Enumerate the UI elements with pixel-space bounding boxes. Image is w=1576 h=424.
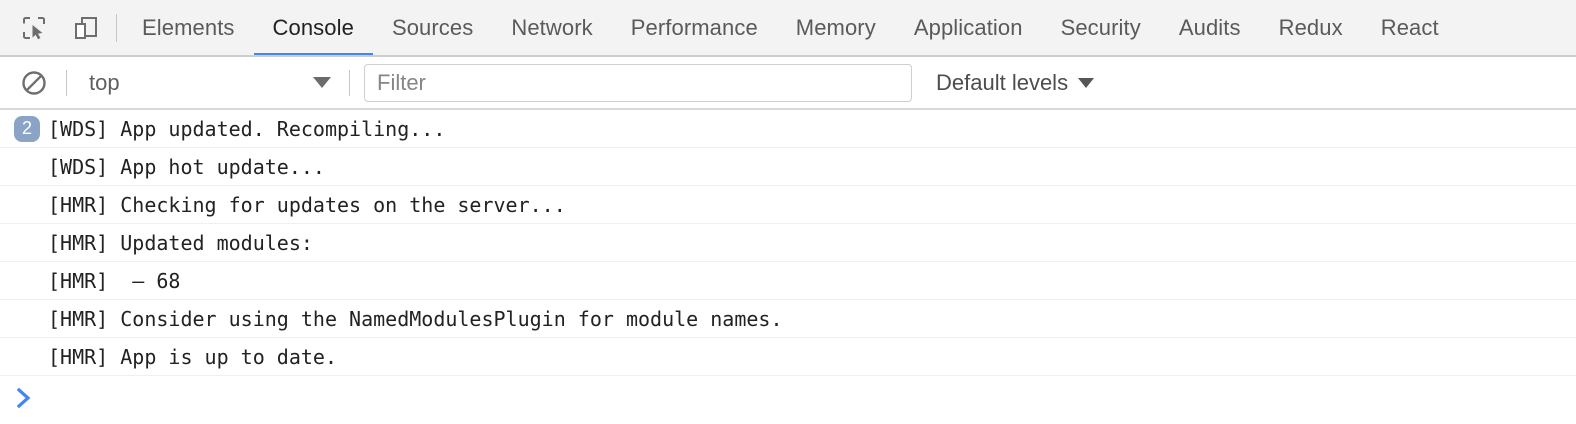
tab-label: Elements (142, 14, 235, 40)
chevron-down-icon (1078, 77, 1095, 88)
tab-label: Redux (1278, 14, 1343, 40)
console-message-list[interactable]: 2 [WDS] App updated. Recompiling... [WDS… (0, 110, 1576, 424)
console-prompt-input[interactable] (48, 383, 1576, 413)
console-message-text: [WDS] App hot update... (48, 154, 325, 179)
tab-application[interactable]: Application (895, 0, 1042, 55)
console-message-row[interactable]: [HMR] Checking for updates on the server… (0, 186, 1576, 224)
tab-label: Sources (391, 14, 474, 40)
devtools-tabbar: Elements Console Sources Network Perform… (0, 0, 1576, 57)
tab-react[interactable]: React (1362, 0, 1458, 55)
prompt-chevron-icon (14, 387, 48, 409)
device-toolbar-icon[interactable] (66, 10, 106, 46)
tab-elements[interactable]: Elements (123, 0, 254, 55)
tab-list: Elements Console Sources Network Perform… (123, 0, 1576, 55)
badge-slot: 2 (14, 115, 48, 142)
tab-label: Security (1060, 14, 1141, 40)
log-levels-select[interactable]: Default levels (930, 64, 1100, 102)
tab-memory[interactable]: Memory (777, 0, 895, 55)
console-message-row[interactable]: 2 [WDS] App updated. Recompiling... (0, 110, 1576, 148)
filter-input[interactable] (364, 63, 912, 102)
tab-label: Memory (795, 14, 876, 40)
log-levels-value: Default levels (936, 69, 1069, 95)
tab-console[interactable]: Console (253, 0, 374, 55)
console-prompt-row[interactable] (0, 376, 1576, 420)
tab-performance[interactable]: Performance (612, 0, 777, 55)
console-message-row[interactable]: [HMR] Consider using the NamedModulesPlu… (0, 300, 1576, 338)
console-message-row[interactable]: [HMR] Updated modules: (0, 224, 1576, 262)
tab-sources[interactable]: Sources (373, 0, 492, 55)
execution-context-value: top (89, 69, 120, 95)
tab-label: Performance (630, 14, 758, 40)
clear-console-glyph (22, 70, 46, 95)
tab-label: React (1380, 14, 1439, 40)
tab-label: Audits (1178, 14, 1241, 40)
repeat-count-badge: 2 (14, 115, 40, 142)
tab-redux[interactable]: Redux (1260, 0, 1362, 55)
filterbar-divider-1 (66, 69, 67, 96)
filterbar-divider-2 (349, 69, 350, 96)
console-message-row[interactable]: [HMR] App is up to date. (0, 338, 1576, 376)
inspect-element-glyph (23, 16, 45, 39)
console-message-text: [HMR] Updated modules: (48, 230, 313, 255)
clear-console-icon[interactable] (12, 63, 56, 103)
tab-network[interactable]: Network (492, 0, 611, 55)
chevron-down-icon (313, 77, 331, 88)
console-message-text: [HMR] App is up to date. (48, 344, 337, 369)
console-message-row[interactable]: [WDS] App hot update... (0, 148, 1576, 186)
tab-label: Console (272, 14, 354, 40)
tab-audits[interactable]: Audits (1160, 0, 1260, 55)
toolbar-icon-group (0, 0, 114, 55)
chevron-right-glyph (16, 387, 31, 409)
toolbar-divider (116, 13, 117, 42)
inspect-element-icon[interactable] (14, 10, 54, 46)
console-message-row[interactable]: [HMR] – 68 (0, 262, 1576, 300)
execution-context-select[interactable]: top (77, 64, 339, 102)
console-message-text: [HMR] Consider using the NamedModulesPlu… (48, 306, 783, 331)
console-message-text: [HMR] – 68 (48, 268, 181, 293)
tab-label: Network (511, 14, 593, 40)
tab-label: Application (913, 14, 1023, 40)
console-filter-toolbar: top Default levels (0, 57, 1576, 110)
console-message-text: [HMR] Checking for updates on the server… (48, 192, 566, 217)
console-message-text: [WDS] App updated. Recompiling... (48, 116, 446, 141)
tab-security[interactable]: Security (1042, 0, 1160, 55)
device-toolbar-glyph (75, 16, 97, 39)
